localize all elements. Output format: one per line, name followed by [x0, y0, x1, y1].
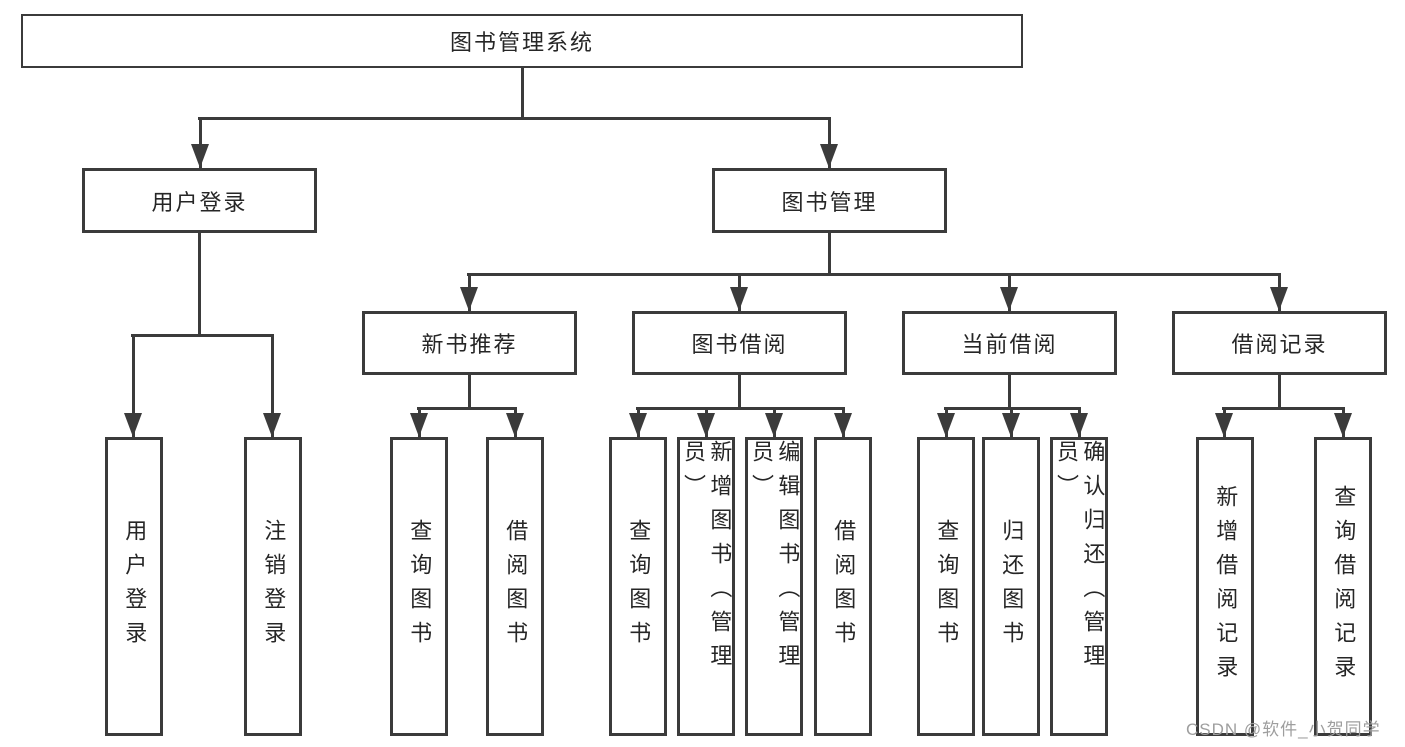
connector-line: [198, 233, 201, 334]
leaf-add-borrow-record-label: 新增借阅记录: [1213, 484, 1239, 689]
leaf-query-borrow-record: 查询借阅记录: [1314, 437, 1372, 736]
arrow-down-icon: [730, 287, 748, 311]
leaf-edit-book-admin: 编辑图书（管理员）: [745, 437, 803, 736]
leaf-confirm-return-admin: 确认归还（管理员）: [1050, 437, 1108, 736]
connector-line: [199, 117, 202, 168]
arrow-down-icon: [1002, 413, 1020, 437]
leaf-return-book-label: 归还图书: [999, 518, 1025, 655]
arrow-down-icon: [124, 413, 142, 437]
leaf-query-book-recommend: 查询图书: [390, 437, 448, 736]
leaf-return-book: 归还图书: [982, 437, 1040, 736]
leaf-add-borrow-record: 新增借阅记录: [1196, 437, 1254, 736]
arrow-down-icon: [1000, 287, 1018, 311]
arrow-down-icon: [1270, 287, 1288, 311]
leaf-user-login-label: 用户登录: [122, 518, 148, 655]
connector-line: [1008, 375, 1011, 407]
leaf-user-login: 用户登录: [105, 437, 163, 736]
leaf-query-book-borrow-label: 查询图书: [626, 518, 652, 655]
leaf-query-book-current-label: 查询图书: [934, 518, 960, 655]
arrow-down-icon: [937, 413, 955, 437]
connector-line: [271, 334, 274, 437]
node-book-borrow: 图书借阅: [632, 311, 847, 375]
connector-line: [132, 334, 135, 437]
connector-line: [417, 407, 517, 410]
connector-line: [828, 232, 831, 273]
node-user-login-label: 用户登录: [151, 189, 248, 215]
arrow-down-icon: [820, 144, 838, 168]
node-borrow-records-label: 借阅记录: [1231, 332, 1328, 357]
leaf-borrow-book-recommend: 借阅图书: [486, 437, 544, 736]
node-current-borrow-label: 当前借阅: [961, 332, 1058, 357]
leaf-borrow-book-label: 借阅图书: [831, 518, 857, 655]
leaf-add-book-admin: 新增图书（管理员）: [677, 437, 735, 736]
node-new-book-recommend: 新书推荐: [362, 311, 577, 375]
connector-line: [131, 334, 274, 337]
node-user-login: 用户登录: [82, 168, 317, 233]
connector-line: [468, 375, 471, 407]
csdn-watermark: CSDN @软件_小贺同学: [1186, 720, 1381, 739]
node-borrow-records: 借阅记录: [1172, 311, 1387, 375]
arrow-down-icon: [1334, 413, 1352, 437]
arrow-down-icon: [697, 413, 715, 437]
node-book-management: 图书管理: [712, 168, 947, 233]
arrow-down-icon: [765, 413, 783, 437]
leaf-query-book-recommend-label: 查询图书: [407, 518, 433, 655]
leaf-borrow-book-recommend-label: 借阅图书: [503, 518, 529, 655]
leaf-query-book-borrow: 查询图书: [609, 437, 667, 736]
arrow-down-icon: [834, 413, 852, 437]
arrow-down-icon: [460, 287, 478, 311]
leaf-logout: 注销登录: [244, 437, 302, 736]
connector-line: [1278, 375, 1281, 407]
node-new-book-recommend-label: 新书推荐: [421, 332, 518, 357]
leaf-borrow-book: 借阅图书: [814, 437, 872, 736]
leaf-query-book-current: 查询图书: [917, 437, 975, 736]
arrow-down-icon: [410, 413, 428, 437]
node-current-borrow: 当前借阅: [902, 311, 1117, 375]
node-book-management-label: 图书管理: [781, 189, 878, 215]
connector-line: [738, 375, 741, 407]
arrow-down-icon: [263, 413, 281, 437]
connector-line: [636, 407, 845, 410]
node-book-borrow-label: 图书借阅: [691, 332, 788, 357]
arrow-down-icon: [1215, 413, 1233, 437]
connector-line: [467, 273, 1280, 276]
leaf-add-book-admin-label: 新增图书（管理员）: [681, 440, 733, 678]
connector-line: [521, 68, 524, 117]
connector-line: [198, 117, 831, 120]
arrow-down-icon: [191, 144, 209, 168]
connector-line: [1222, 407, 1345, 410]
leaf-edit-book-admin-label: 编辑图书（管理员）: [749, 440, 801, 678]
leaf-logout-label: 注销登录: [261, 518, 287, 655]
node-root: 图书管理系统: [21, 14, 1023, 68]
arrow-down-icon: [506, 413, 524, 437]
arrow-down-icon: [629, 413, 647, 437]
arrow-down-icon: [1070, 413, 1088, 437]
leaf-confirm-return-admin-label: 确认归还（管理员）: [1054, 440, 1106, 678]
connector-line: [828, 117, 831, 168]
leaf-query-borrow-record-label: 查询借阅记录: [1331, 484, 1357, 689]
node-root-label: 图书管理系统: [449, 30, 594, 55]
